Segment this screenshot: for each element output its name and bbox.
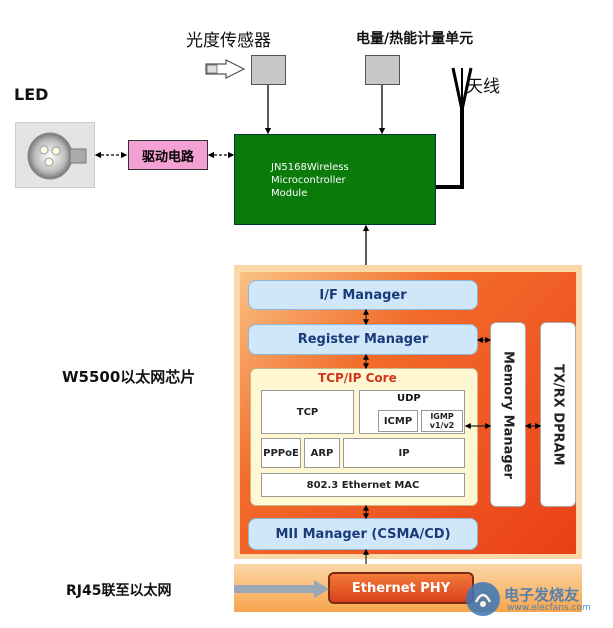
mii-manager-block: MII Manager (CSMA/CD) bbox=[248, 518, 478, 550]
txrx-dpram-label: TX/RX DPRAM bbox=[550, 363, 566, 466]
ethernet-mac-block: 802.3 Ethernet MAC bbox=[261, 473, 465, 497]
rj45-arrow bbox=[234, 580, 329, 598]
mcu-line-3: Module bbox=[271, 188, 308, 199]
antenna-icon bbox=[451, 67, 473, 111]
ethernet-phy-block: Ethernet PHY bbox=[328, 572, 474, 604]
tcp-block: TCP bbox=[261, 390, 354, 434]
ethernet-mac-label: 802.3 Ethernet MAC bbox=[306, 479, 420, 491]
register-manager-block: Register Manager bbox=[248, 324, 478, 355]
meter-unit-box bbox=[365, 55, 400, 85]
tcpip-core-title: TCP/IP Core bbox=[318, 371, 397, 385]
rj45-label: RJ45联至以太网 bbox=[66, 583, 172, 599]
mcu-module-box: JN5168Wireless Microcontroller Module bbox=[234, 134, 436, 225]
arp-block: ARP bbox=[304, 438, 340, 468]
if-manager-label: I/F Manager bbox=[319, 287, 407, 303]
flashlight-icon bbox=[205, 59, 246, 79]
meter-unit-label: 电量/热能计量单元 bbox=[356, 31, 474, 47]
driver-circuit-label: 驱动电路 bbox=[141, 149, 194, 165]
memory-manager-label: Memory Manager bbox=[500, 350, 516, 479]
driver-circuit-box: 驱动电路 bbox=[128, 140, 208, 170]
ip-block: IP bbox=[343, 438, 465, 468]
led-photo bbox=[15, 122, 95, 188]
mcu-line-2: Microcontroller bbox=[271, 175, 346, 186]
ip-label: IP bbox=[398, 447, 410, 459]
antenna-label: 天线 bbox=[466, 77, 500, 97]
igmp-block: IGMP v1/v2 bbox=[421, 410, 463, 432]
light-sensor-label: 光度传感器 bbox=[186, 31, 271, 51]
udp-label: UDP bbox=[397, 393, 421, 404]
watermark-url: www.elecfans.com bbox=[507, 603, 591, 613]
watermark-logo-icon bbox=[466, 582, 500, 616]
arp-label: ARP bbox=[310, 447, 334, 459]
antenna-feed-line bbox=[436, 108, 464, 189]
tcp-label: TCP bbox=[296, 406, 319, 418]
light-sensor-box bbox=[251, 55, 286, 85]
mcu-line-1: JN5168Wireless bbox=[271, 162, 349, 173]
icmp-block: ICMP bbox=[378, 410, 418, 432]
if-manager-block: I/F Manager bbox=[248, 280, 478, 310]
igmp-label: IGMP v1/v2 bbox=[429, 412, 455, 430]
txrx-dpram-block: TX/RX DPRAM bbox=[540, 322, 576, 507]
watermark-cn: 电子发烧友 bbox=[504, 586, 580, 604]
register-manager-label: Register Manager bbox=[297, 332, 429, 347]
memory-manager-block: Memory Manager bbox=[490, 322, 526, 507]
icmp-label: ICMP bbox=[383, 415, 413, 427]
pppoe-label: PPPoE bbox=[263, 447, 299, 459]
led-label: LED bbox=[14, 85, 49, 104]
led-bulb-icon bbox=[27, 132, 87, 180]
w5500-label: W5500以太网芯片 bbox=[62, 368, 196, 386]
ethernet-phy-label: Ethernet PHY bbox=[351, 580, 451, 596]
pppoe-block: PPPoE bbox=[261, 438, 301, 468]
mii-manager-label: MII Manager (CSMA/CD) bbox=[275, 526, 451, 542]
